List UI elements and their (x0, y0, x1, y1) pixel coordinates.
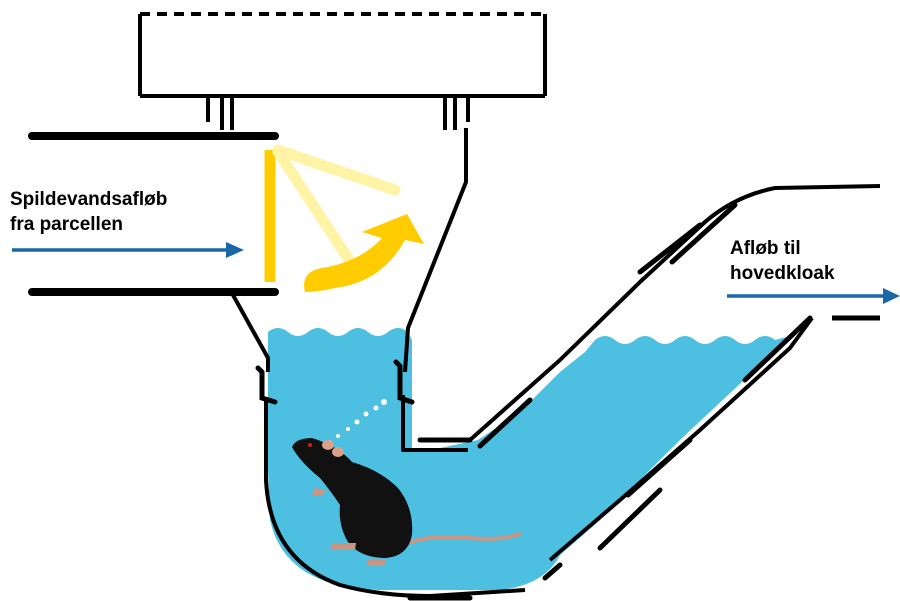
rat-front-paw (312, 488, 326, 496)
outflow-label: Afløb til hovedkloak (730, 236, 835, 286)
outflow-arrow-icon (727, 288, 900, 304)
rat-ear-1 (322, 440, 334, 450)
pipe-joints (255, 202, 813, 601)
outflow-label-line1: Afløb til (730, 238, 801, 259)
flange-left (206, 98, 234, 130)
rat-tail (400, 532, 522, 547)
curved-arrow-icon (304, 214, 424, 292)
inflow-arrow-icon (12, 242, 244, 258)
inlet-pipe (28, 132, 279, 296)
flap-swing-2 (272, 146, 354, 264)
rat-eye (308, 443, 312, 447)
trap-outline (231, 128, 881, 598)
inflow-label-line1: Spildevandsafløb (10, 189, 168, 210)
outflow-label-line2: hovedkloak (730, 263, 835, 284)
flap-swing-1 (272, 144, 401, 196)
rat-body (292, 438, 413, 558)
rat-ear-2 (332, 447, 344, 457)
rat-icon (292, 438, 522, 566)
flange-right (443, 98, 470, 130)
drain-grate (138, 12, 547, 98)
inflow-label-line2: fra parcellen (10, 214, 123, 235)
backflow-flap (264, 144, 401, 282)
inflow-label: Spildevandsafløb fra parcellen (10, 187, 167, 237)
rat-hind-paw-2 (366, 559, 386, 566)
rat-hind-paw (330, 543, 356, 550)
